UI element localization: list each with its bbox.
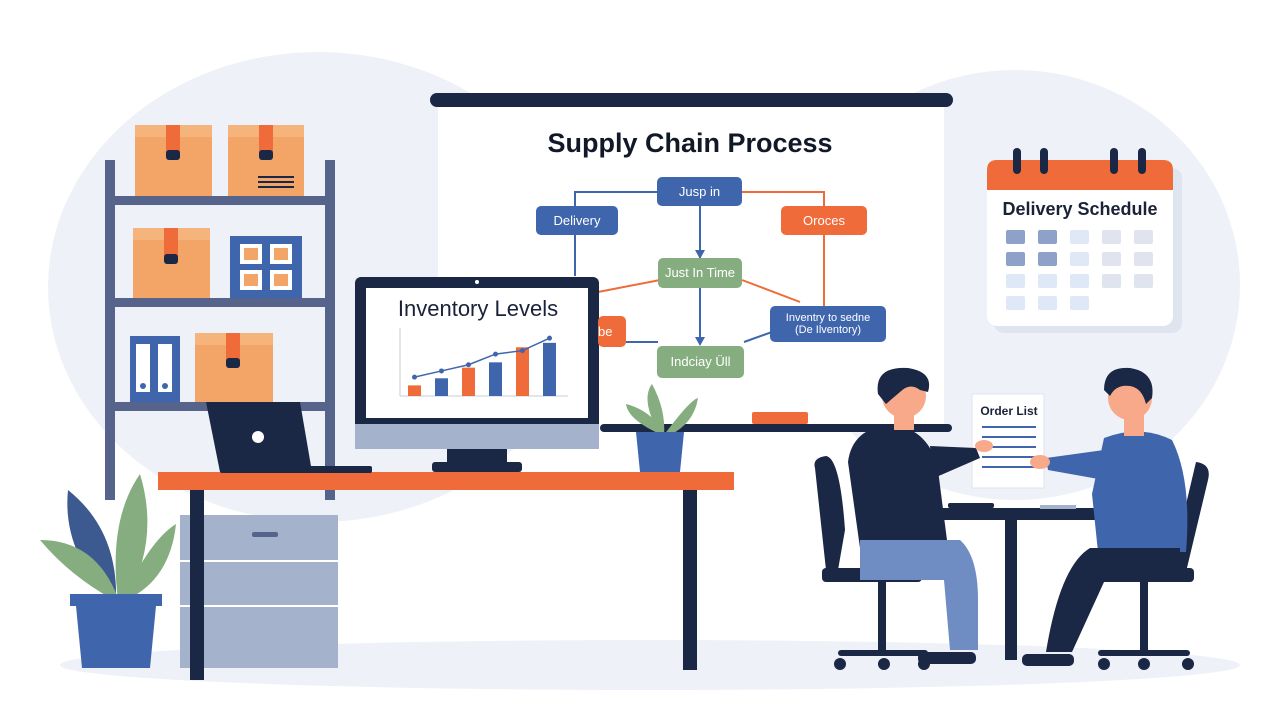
meeting-table (908, 503, 1120, 660)
cardboard-box-icon (195, 333, 273, 402)
node-label: Oroces (803, 212, 845, 228)
process-node-jusp-in: Jusp in (657, 177, 742, 206)
calendar-day-grid (1006, 230, 1153, 310)
chart-bar (435, 378, 448, 396)
node-label: be (598, 323, 613, 339)
cardboard-box-icon (228, 125, 304, 196)
chart-bar (489, 362, 502, 396)
person-left (848, 367, 993, 664)
window-grid-icon (230, 236, 302, 298)
node-label: Indciay Üll (670, 354, 731, 369)
process-connectors (574, 191, 825, 344)
chart-trend-point (520, 348, 525, 354)
process-node-just-in-time: Just In Time (658, 258, 742, 288)
chart-bar (462, 367, 475, 396)
process-node-oroces: Oroces (781, 206, 867, 235)
board-title: Supply Chain Process (547, 128, 833, 158)
chart-bar (516, 347, 529, 396)
chart-bar (408, 385, 421, 396)
order-list-title: Order List (980, 404, 1038, 418)
chart-trend-point (412, 374, 417, 380)
cardboard-box-icon (133, 228, 210, 298)
process-node-delivery: Delivery (536, 206, 618, 235)
node-label: Jusp in (678, 183, 721, 199)
arrowheads (695, 250, 705, 346)
chart-trend-point (439, 368, 444, 374)
monitor-title: Inventory Levels (397, 296, 559, 321)
process-node-indicay: Indciay Üll (657, 346, 744, 378)
person-right (1022, 367, 1188, 666)
calendar-icon (987, 148, 1182, 333)
chart-trend-point (466, 362, 471, 368)
node-label-line-1: Inventry to sedne (785, 312, 871, 324)
node-label-line-2: (De Ilventory) (794, 324, 862, 336)
chart-trend-point (547, 335, 552, 341)
inventory-chart (399, 328, 568, 397)
calendar-title: Delivery Schedule (1002, 199, 1158, 219)
node-label: Delivery (553, 212, 601, 228)
plant-icon (626, 384, 698, 472)
chart-trend-line (414, 337, 550, 378)
process-node-partial: be (598, 316, 626, 347)
laptop-icon (206, 402, 372, 473)
desk (158, 472, 734, 680)
binder-icon (130, 336, 180, 402)
node-label: Just In Time (664, 265, 736, 280)
chart-trend-point (493, 351, 498, 357)
plant-icon (40, 474, 176, 668)
cardboard-box-icon (135, 125, 212, 196)
process-node-inventory-side: Inventry to sedne (De Ilventory) (770, 306, 886, 342)
chart-bar (543, 342, 556, 396)
